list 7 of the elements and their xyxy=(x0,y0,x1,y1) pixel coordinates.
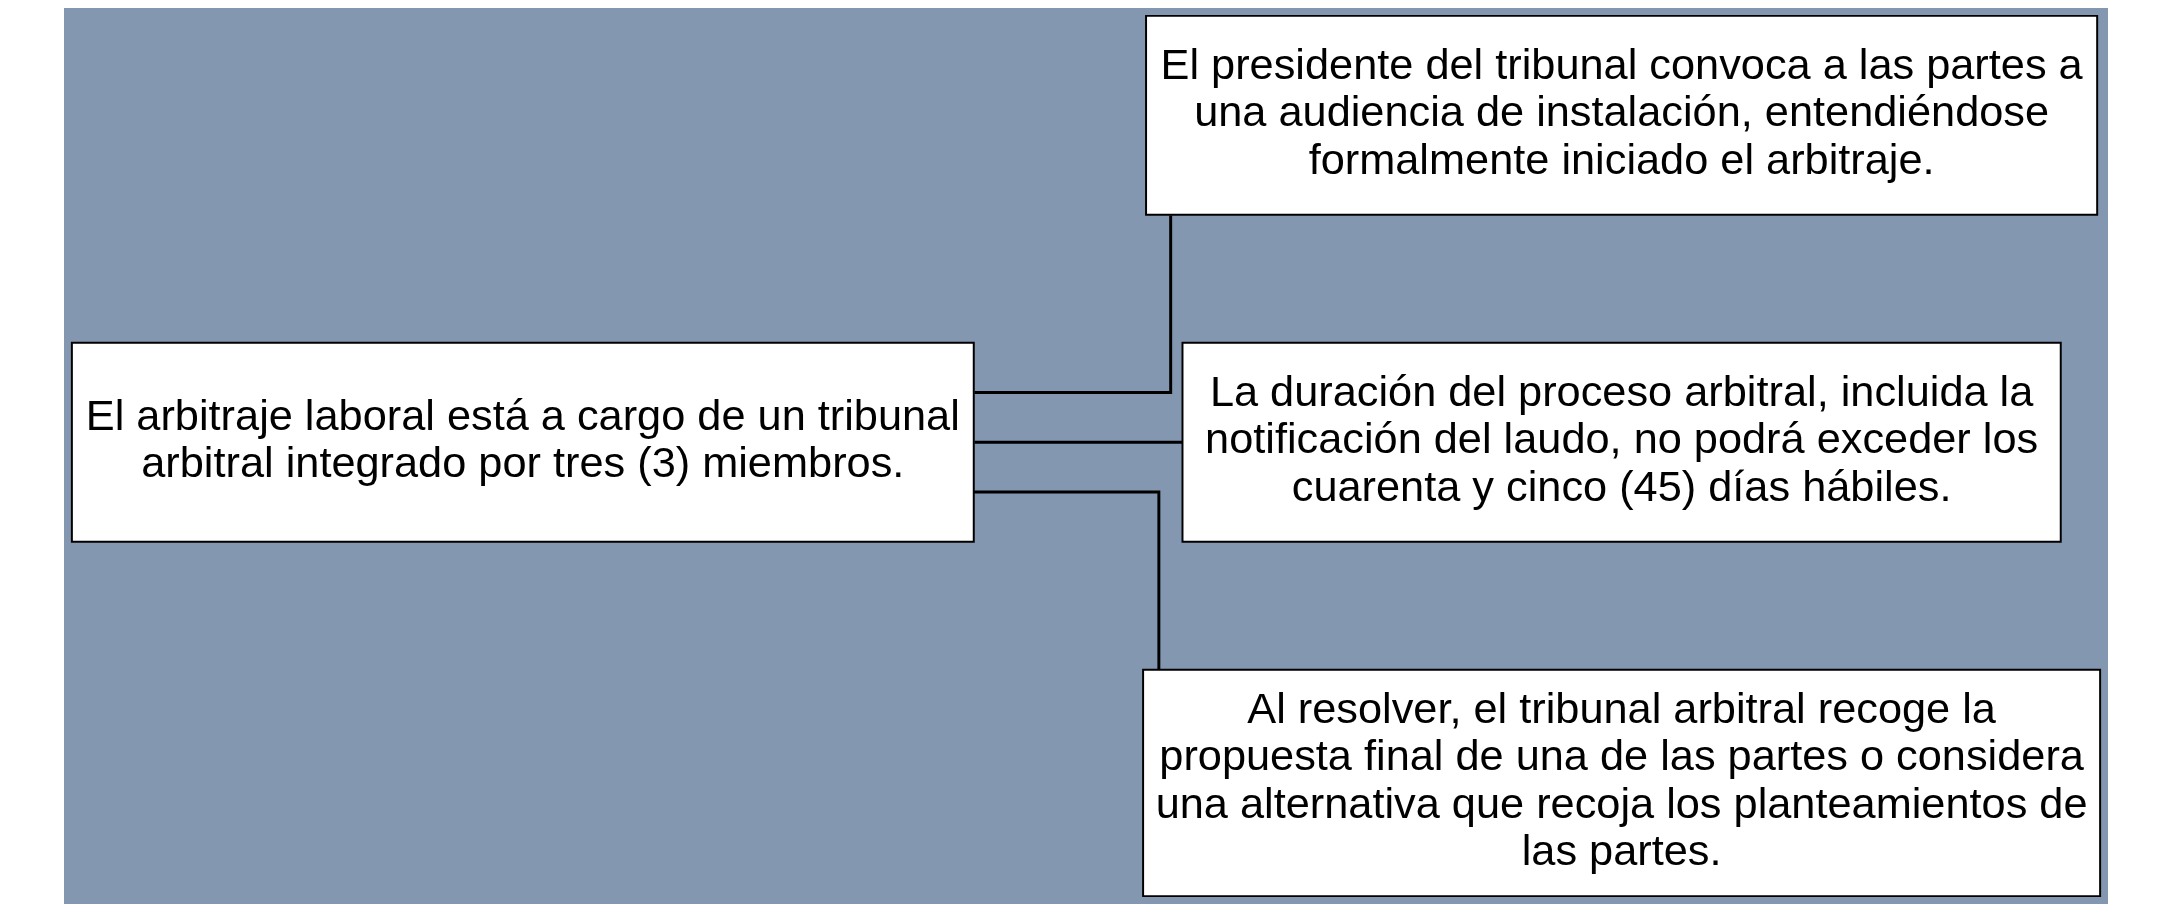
node-box: El presidente del tribunal convoca a las partes a una audiencia de instalación, entendiéndose formalmente iniciado el arbitraje. xyxy=(1145,14,2099,216)
connector xyxy=(974,440,1183,444)
node-box: El arbitraje laboral está a cargo de un tribunal arbitral integrado por tres (3) miembros. xyxy=(70,341,975,543)
node-box: La duración del proceso arbitral, incluida la notificación del laudo, no podrá exceder los cuarenta y cinco (45) días hábiles. xyxy=(1181,341,2062,543)
connector xyxy=(974,490,1161,670)
connector xyxy=(974,215,1173,394)
node-box: Al resolver, el tribunal arbitral recoge la propuesta final de una de las partes o considera una alternativa que recoja los planteamientos de las partes. xyxy=(1142,668,2102,898)
